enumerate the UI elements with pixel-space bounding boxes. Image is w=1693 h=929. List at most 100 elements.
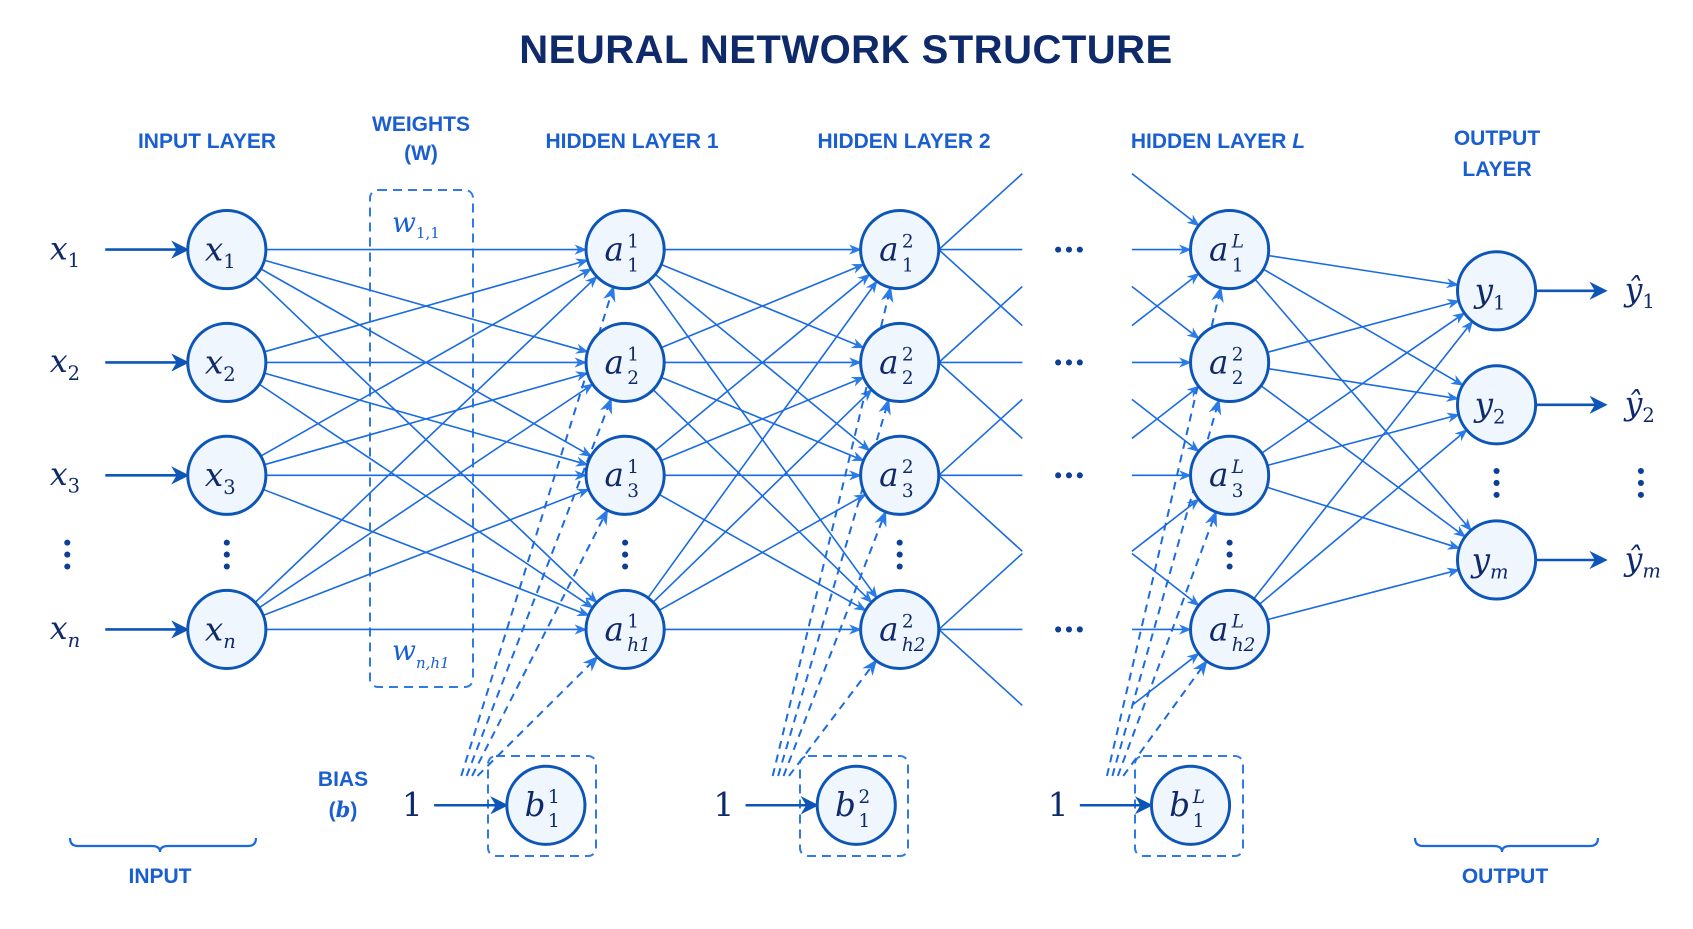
- edge-hL-4-to-out-3: [1267, 567, 1460, 621]
- edge-h1-4-to-h2-3: [658, 493, 867, 612]
- input-brace: [68, 837, 258, 853]
- input-node-1-label: x1: [205, 230, 236, 273]
- output-node-2[interactable]: y2: [1455, 364, 1538, 446]
- hidden1-node-1-label: a: [605, 230, 624, 268]
- output-brace: [1413, 837, 1600, 853]
- header-hidden-layer-L: HIDDEN LAYER L: [1131, 130, 1305, 153]
- gap-dot-2: [1065, 626, 1073, 633]
- bias-node-2-subscript: 1: [858, 811, 870, 832]
- input-node-2-circle: [186, 321, 268, 404]
- edge-hL-3-to-out-1: [1261, 312, 1466, 454]
- gap-dot-2: [1065, 359, 1073, 366]
- weight-label-bottom: wn,h1: [392, 634, 450, 672]
- hidden2-node-2-label: a: [879, 343, 898, 381]
- output-node-1-circle: [1455, 250, 1538, 332]
- edge-h2-3-partial-1: [938, 398, 1023, 476]
- input-node-1[interactable]: x1: [186, 209, 268, 291]
- hidden1-node-3-circle: [584, 434, 666, 516]
- hidden2-node-2-circle: [859, 321, 941, 404]
- hidden1-node-1-circle: [584, 209, 666, 291]
- bias-3-edge-to-node-4: [1122, 659, 1208, 777]
- gap-dot-1: [1055, 626, 1062, 633]
- header-hidden-layer-2: HIDDEN LAYER 2: [817, 130, 990, 153]
- hidden2-vertical-ellipsis-dot-3: [896, 563, 903, 570]
- edge-input-2-to-h1-1: [264, 258, 589, 353]
- bias-node-2-label: b: [835, 786, 856, 824]
- edge-h1-4-to-h2-1: [647, 280, 878, 599]
- bias-input-one-1: 1: [402, 786, 423, 824]
- hidden1-node-3-subscript: 3: [627, 481, 639, 502]
- input-node-2[interactable]: x2: [186, 321, 268, 404]
- hiddenL-node-1-label: a: [1209, 230, 1228, 268]
- bias-node-1-superscript: 1: [548, 787, 560, 808]
- edge-h2-4-partial-3: [938, 628, 1023, 707]
- hiddenL-node-4-label: a: [1209, 610, 1228, 648]
- hiddenL-node-4-superscript: L: [1231, 611, 1244, 632]
- hidden1-node-4-subscript: h1: [627, 635, 651, 656]
- hidden2-vertical-ellipsis: [896, 539, 903, 570]
- weight-label-top: w1,1: [392, 206, 440, 242]
- hiddenL-node-2-label: a: [1209, 343, 1228, 381]
- gap-dot-1: [1055, 359, 1062, 366]
- hiddenL-vertical-ellipsis-dot-2: [1226, 551, 1233, 558]
- edge-hL-1-to-out-1: [1268, 254, 1460, 289]
- hiddenL-node-2-superscript: 2: [1232, 344, 1244, 365]
- prediction-vertical-ellipsis-dot-1: [1637, 467, 1644, 475]
- output-node-3-label: ym: [1470, 541, 1509, 584]
- hiddenL-node-1-subscript: 1: [1232, 255, 1244, 276]
- hidden1-node-4-label: a: [605, 610, 624, 648]
- edge-partial-1-to-hL-2: [1131, 285, 1200, 340]
- input-external-label-1: x1: [50, 231, 80, 272]
- layer-gap-ellipsis-2: [1055, 359, 1083, 366]
- output-node-1[interactable]: y1: [1455, 250, 1538, 332]
- bias-node-3-label: b: [1169, 786, 1190, 824]
- input-node-vertical-ellipsis-dot-3: [223, 563, 230, 570]
- output-node-2-label: y2: [1473, 386, 1506, 429]
- edge-input-4-to-h1-2: [258, 383, 594, 609]
- header-hidden-layer-1: HIDDEN LAYER 1: [545, 130, 718, 153]
- hidden2-vertical-ellipsis-dot-2: [896, 551, 903, 558]
- input-node-3-circle: [186, 434, 268, 516]
- hidden1-node-4-circle: [584, 588, 666, 671]
- hidden2-node-3-subscript: 3: [902, 481, 914, 502]
- input-node-4[interactable]: xn: [186, 588, 268, 671]
- bias-2-edge-to-node-3: [782, 510, 887, 777]
- hidden1-vertical-ellipsis-dot-3: [622, 563, 629, 570]
- hidden1-node-3-label: a: [605, 456, 624, 494]
- gap-dot-3: [1076, 472, 1083, 479]
- output-node-2-circle: [1455, 364, 1538, 446]
- hidden2-node-1-superscript: 2: [902, 231, 914, 252]
- output-node-3[interactable]: ym: [1455, 519, 1538, 601]
- output-node-3-circle: [1455, 519, 1538, 601]
- input-node-3[interactable]: x3: [186, 434, 268, 516]
- bias-node-2-superscript: 2: [858, 787, 870, 808]
- input-vertical-ellipsis-dot-2: [64, 551, 71, 558]
- output-vertical-ellipsis: [1493, 467, 1500, 498]
- hiddenL-vertical-ellipsis-dot-1: [1226, 539, 1233, 546]
- hidden1-node-2-subscript: 2: [627, 368, 639, 389]
- edge-h2-1-partial-3: [938, 249, 1023, 327]
- output-vertical-ellipsis-dot-1: [1493, 467, 1500, 475]
- header-input-layer: INPUT LAYER: [138, 130, 276, 153]
- hiddenL-node-3-label: a: [1209, 456, 1228, 494]
- hiddenL-vertical-ellipsis: [1226, 539, 1233, 570]
- edge-h2-2-partial-1: [938, 285, 1023, 364]
- output-bottom-label: OUTPUT: [1462, 865, 1549, 888]
- hidden1-node-3-superscript: 1: [627, 457, 639, 478]
- hidden1-vertical-ellipsis: [622, 539, 629, 570]
